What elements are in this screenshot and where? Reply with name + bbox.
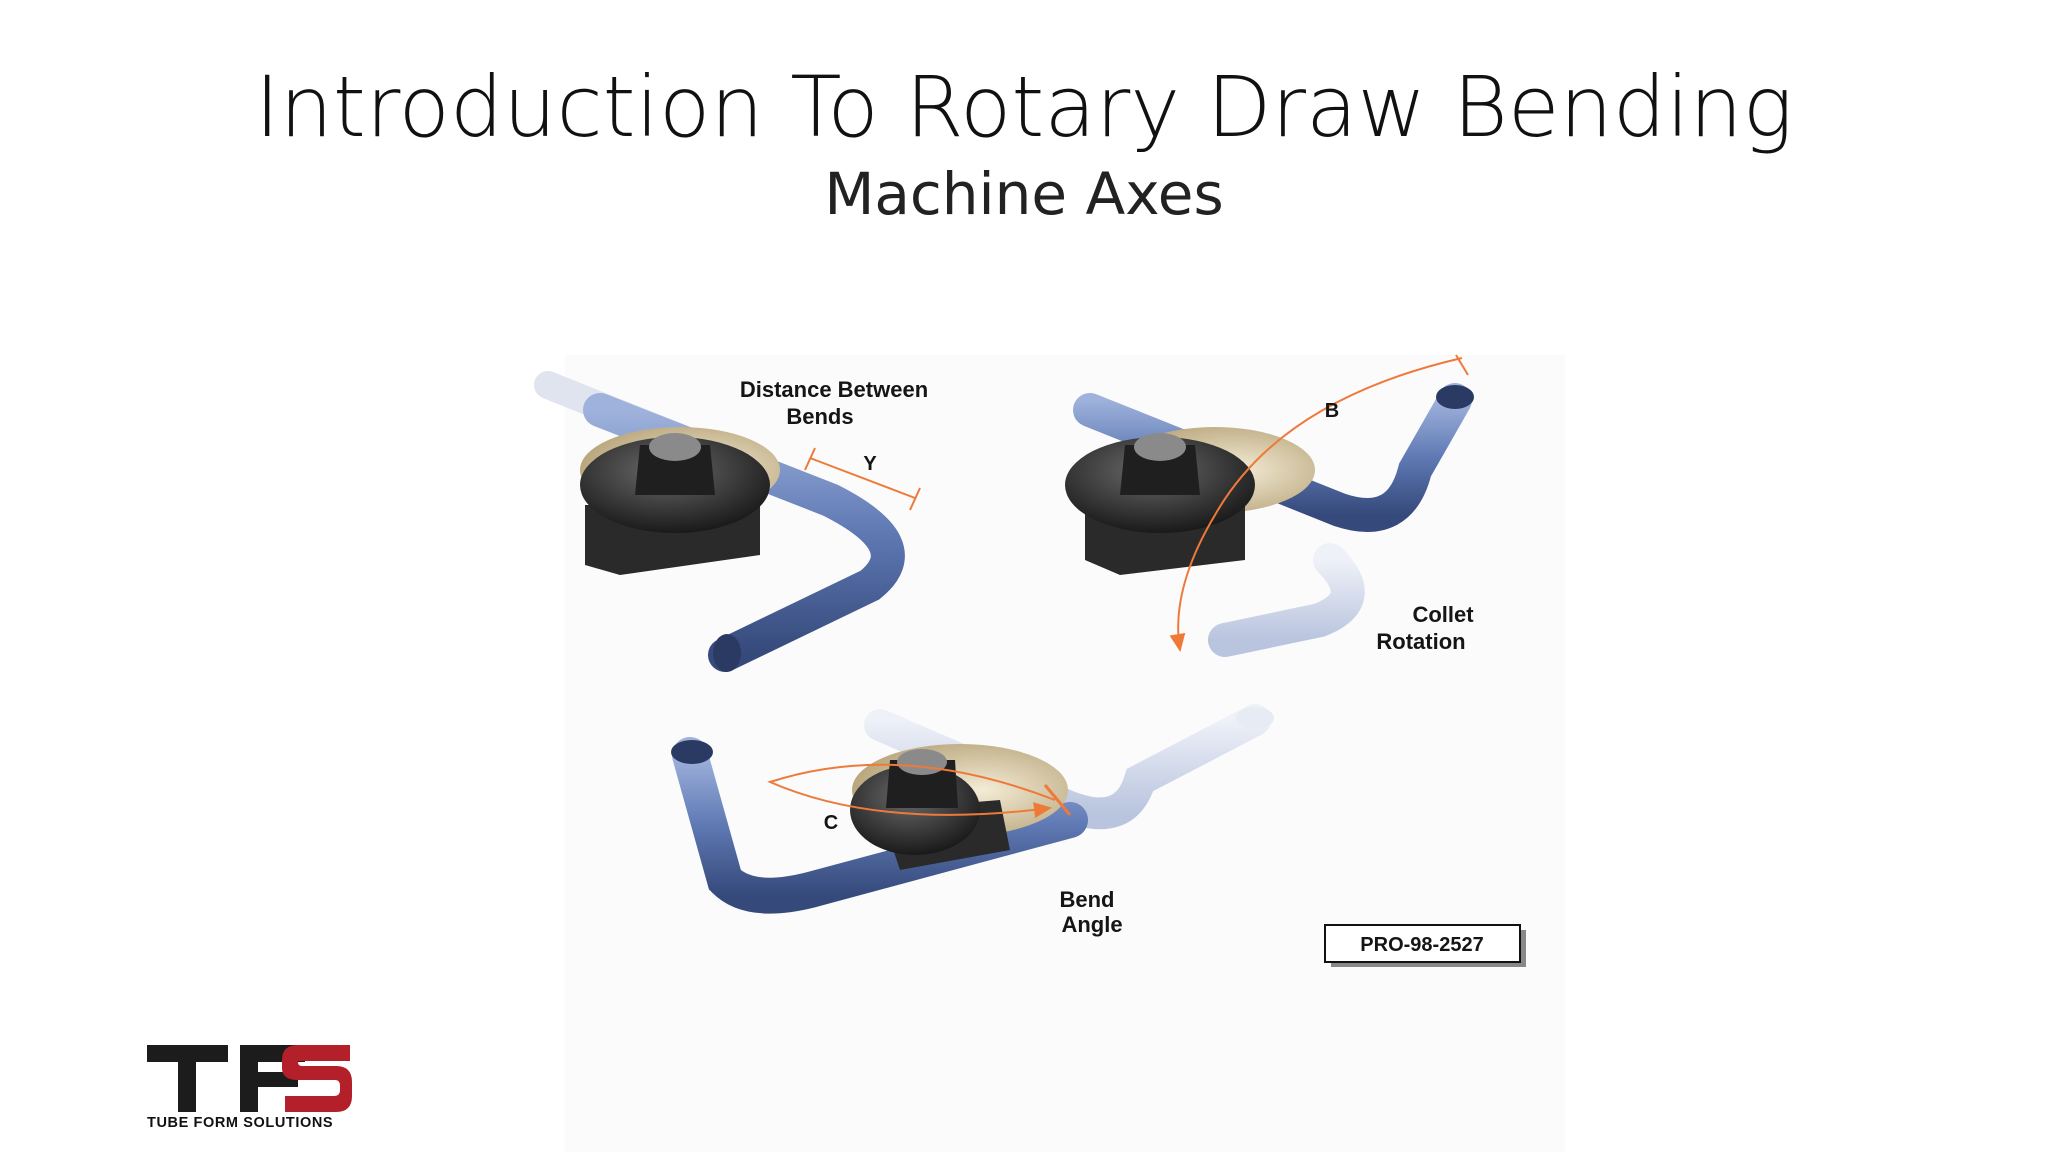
part-number-box: PRO-98-2527 [1324,924,1526,967]
collet-rotation-tick [1455,354,1469,376]
label-bend-line1: Bend [1060,887,1115,912]
bend-angle-arc [767,763,1056,818]
panel-collet-rotation: B Collet Rotation [1065,354,1474,657]
label-c: C [824,812,838,834]
die-hub [635,445,715,495]
label-b: B [1325,400,1339,422]
label-collet-line1: Collet [1412,602,1474,627]
part-number: PRO-98-2527 [1360,934,1483,956]
label-collet-line2: Rotation [1376,629,1465,654]
tube-end [713,634,741,672]
label-distance-line2: Bends [786,404,853,429]
logo-letter-s [282,1045,352,1112]
logo-letter-t [147,1045,228,1112]
die-bolt [897,749,947,775]
tube-end [1436,385,1474,409]
tube-bent [583,393,905,672]
slide-subtitle: Machine Axes [824,160,1224,228]
tube-ghost [1208,543,1365,657]
distance-dim-line [809,457,916,499]
tube-end [671,740,713,764]
logo-tagline: TUBE FORM SOLUTIONS [147,1115,333,1131]
panel-bend-angle: C Bend Angle [671,704,1274,937]
tube-bent [1073,383,1472,532]
panel-distance-between-bends: Distance Between Bends Y [534,371,928,672]
distance-dim-tick-b [909,487,921,511]
die-bolt [649,433,701,461]
label-y: Y [863,453,877,475]
slide-title: Introduction To Rotary Draw Bending [254,58,1794,156]
die-bolt [1134,433,1186,461]
bend-angle-marker [1043,784,1072,816]
die-hub [886,760,958,808]
label-distance-line1: Distance Between [740,377,928,402]
tube-bent [672,737,1088,914]
tube-ghost-end [1236,707,1274,729]
die-hub [1120,445,1200,495]
label-bend-line2: Angle [1061,912,1122,937]
collet-rotation-arc [1169,357,1463,652]
distance-dim-tick-a [804,447,816,471]
tfs-logo: TUBE FORM SOLUTIONS [147,1045,352,1131]
